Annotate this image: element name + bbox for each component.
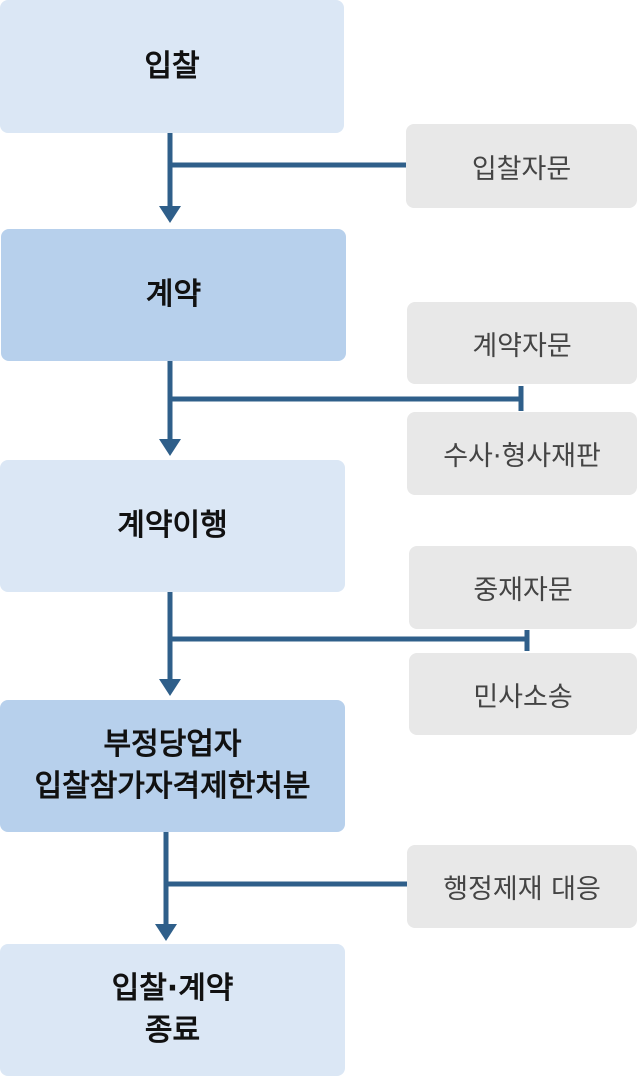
stage-bidding-label: 입찰 bbox=[144, 48, 200, 84]
arrowhead-3 bbox=[159, 679, 181, 696]
side-sanction-response: 행정제재 대응 bbox=[407, 845, 637, 928]
side-civil-suit: 민사소송 bbox=[409, 653, 637, 735]
arrowhead-4 bbox=[155, 924, 177, 941]
arrowhead-1 bbox=[159, 206, 181, 223]
stage-performance-label: 계약이행 bbox=[117, 508, 228, 543]
arrowhead-2 bbox=[159, 439, 181, 456]
stage-contract-label: 계약 bbox=[145, 277, 202, 312]
stage-end-label-2: 종료 bbox=[144, 1013, 201, 1048]
stage-end: 입찰·계약 종료 bbox=[0, 944, 345, 1076]
stage-sanction-label-1: 부정당업자 bbox=[103, 727, 242, 762]
stage-sanction-label-2: 입찰참가자격제한처분 bbox=[34, 769, 311, 804]
side-arbitration-advice: 중재자문 bbox=[409, 546, 637, 629]
stage-contract: 계약 bbox=[1, 229, 346, 361]
stage-sanction: 부정당업자 입찰참가자격제한처분 bbox=[0, 700, 345, 832]
side-bid-advice: 입찰자문 bbox=[406, 124, 637, 208]
side-contract-advice: 계약자문 bbox=[407, 302, 637, 384]
side-sanction-response-label: 행정제재 대응 bbox=[443, 874, 601, 905]
side-arbitration-advice-label: 중재자문 bbox=[473, 575, 573, 606]
side-civil-suit-label: 민사소송 bbox=[473, 681, 573, 713]
stage-performance: 계약이행 bbox=[0, 460, 345, 592]
stage-end-label-1: 입찰·계약 bbox=[111, 971, 234, 1006]
side-litigation: 수사·형사재판 bbox=[407, 412, 637, 495]
side-litigation-label: 수사·형사재판 bbox=[443, 441, 601, 472]
side-bid-advice-label: 입찰자문 bbox=[471, 153, 572, 185]
side-contract-advice-label: 계약자문 bbox=[472, 330, 572, 362]
stage-bidding: 입찰 bbox=[0, 0, 344, 133]
